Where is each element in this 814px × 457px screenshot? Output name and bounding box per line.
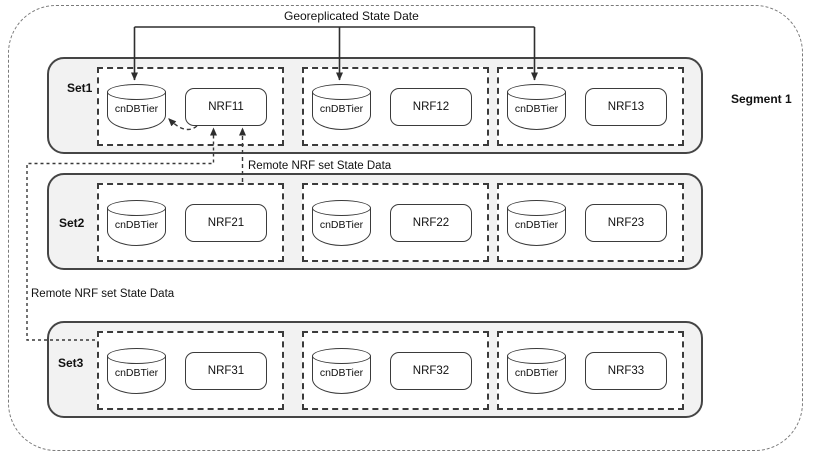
cndbtier-cylinder: cnDBTier <box>507 347 566 394</box>
nrf-box: NRF11 <box>185 87 267 126</box>
set1-group3: cnDBTier NRF13 <box>497 67 684 146</box>
nrf-box: NRF23 <box>585 203 667 242</box>
remote-nrf-set3-label: Remote NRF set State Data <box>31 288 175 300</box>
set2-row: Set2 cnDBTier NRF21 cnDBTier NRF22 cnDBT… <box>47 173 703 270</box>
cndbtier-cylinder: cnDBTier <box>312 347 371 394</box>
nrf-box: NRF33 <box>585 351 667 390</box>
cylinder-top-ellipse <box>107 347 166 364</box>
nrf-box: NRF32 <box>390 351 472 390</box>
cylinder-top-ellipse <box>507 347 566 364</box>
nrf-box: NRF31 <box>185 351 267 390</box>
set3-group1: cnDBTier NRF31 <box>97 331 284 410</box>
cndbtier-label: cnDBTier <box>514 218 559 231</box>
georeplicated-state-label: Georeplicated State Date <box>284 9 419 23</box>
cylinder-top-ellipse <box>107 83 166 100</box>
cylinder-top-ellipse <box>312 347 371 364</box>
set2-label: Set2 <box>59 216 85 230</box>
cndbtier-cylinder: cnDBTier <box>507 83 566 130</box>
remote-nrf-set2-label: Remote NRF set State Data <box>248 160 392 172</box>
cndbtier-label: cnDBTier <box>114 102 159 115</box>
cndbtier-cylinder: cnDBTier <box>312 199 371 246</box>
cndbtier-cylinder: cnDBTier <box>107 199 166 246</box>
set3-group2: cnDBTier NRF32 <box>302 331 489 410</box>
set3-row: Set3 cnDBTier NRF31 cnDBTier NRF32 cnDBT… <box>47 321 703 418</box>
nrf-box: NRF12 <box>390 87 472 126</box>
set1-row: Set1 cnDBTier NRF11 cnDBTier NRF12 cnDBT… <box>47 57 703 154</box>
cndbtier-cylinder: cnDBTier <box>107 83 166 130</box>
cylinder-top-ellipse <box>507 83 566 100</box>
cndbtier-label: cnDBTier <box>514 366 559 379</box>
cylinder-top-ellipse <box>312 199 371 216</box>
segment-boundary <box>8 5 803 451</box>
set2-group1: cnDBTier NRF21 <box>97 183 284 262</box>
nrf-box: NRF22 <box>390 203 472 242</box>
cndbtier-label: cnDBTier <box>319 102 364 115</box>
cndbtier-label: cnDBTier <box>114 366 159 379</box>
cndbtier-label: cnDBTier <box>114 218 159 231</box>
cndbtier-cylinder: cnDBTier <box>507 199 566 246</box>
set1-label: Set1 <box>67 81 93 95</box>
nrf-box: NRF13 <box>585 87 667 126</box>
nrf-box: NRF21 <box>185 203 267 242</box>
set1-group2: cnDBTier NRF12 <box>302 67 489 146</box>
set1-group1: cnDBTier NRF11 <box>97 67 284 146</box>
set2-group3: cnDBTier NRF23 <box>497 183 684 262</box>
cndbtier-label: cnDBTier <box>319 366 364 379</box>
set3-group3: cnDBTier NRF33 <box>497 331 684 410</box>
cylinder-top-ellipse <box>507 199 566 216</box>
segment-label: Segment 1 <box>731 92 792 106</box>
cndbtier-label: cnDBTier <box>319 218 364 231</box>
set3-label: Set3 <box>58 356 84 370</box>
cylinder-top-ellipse <box>107 199 166 216</box>
cndbtier-label: cnDBTier <box>514 102 559 115</box>
set2-group2: cnDBTier NRF22 <box>302 183 489 262</box>
cndbtier-cylinder: cnDBTier <box>107 347 166 394</box>
cndbtier-cylinder: cnDBTier <box>312 83 371 130</box>
cylinder-top-ellipse <box>312 83 371 100</box>
